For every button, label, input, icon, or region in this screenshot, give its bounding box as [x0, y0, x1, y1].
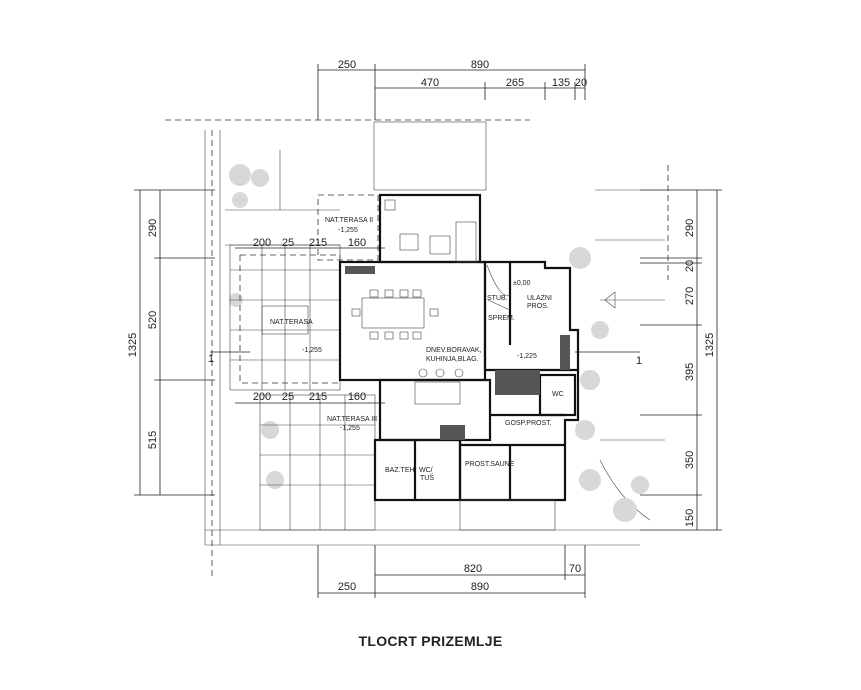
dim-label: 160: [348, 391, 366, 403]
dim-label: 515: [147, 431, 159, 449]
room-name-wc-shower-2: TUŠ: [420, 473, 434, 482]
room-name-living-2: KUHINJA,BLAG.: [426, 356, 479, 363]
dim-label: 290: [684, 219, 696, 237]
room-name-entry: ULAZNI: [527, 295, 552, 302]
section-mark: 1: [636, 355, 642, 367]
furniture: [351, 199, 477, 405]
vegetation: [229, 164, 649, 522]
dim-label: 160: [348, 237, 366, 249]
dim-label: 1325: [704, 333, 716, 357]
dim-label: 290: [147, 219, 159, 237]
terrace-lower: [259, 394, 376, 531]
room-name-pool-tech: BAZ.TEH.: [385, 467, 417, 474]
dim-label: 820: [464, 563, 482, 575]
dim-label: 470: [421, 77, 439, 89]
dim-label: 200: [253, 237, 271, 249]
building-walls: [338, 193, 580, 531]
dim-label: 135: [552, 77, 570, 89]
dim-label: 270: [684, 287, 696, 305]
dim-label: 25: [282, 391, 294, 403]
dim-label: 520: [147, 311, 159, 329]
dim-label: 200: [253, 391, 271, 403]
level-entry: ±0,00: [513, 280, 531, 287]
dimension-bottom: 820 70 250 890: [317, 545, 586, 598]
terrace-upper-right: [225, 194, 379, 261]
dim-label: 890: [471, 581, 489, 593]
room-name-sauna: PROST.SAUNE: [465, 461, 515, 468]
dim-label: 25: [282, 237, 294, 249]
dim-label: 20: [684, 260, 696, 272]
stairs: [345, 264, 570, 440]
room-name-wc: WC: [552, 391, 564, 398]
dim-label: 350: [684, 451, 696, 469]
section-mark-right: 1: [575, 291, 642, 367]
room-name-stairs: STUB.: [487, 295, 508, 302]
room-name-terrace: NAT.TERASA: [270, 319, 313, 326]
room-name-entry-2: PROS.: [527, 303, 549, 310]
room-name-living: DNEV.BORAVAK,: [426, 347, 482, 354]
room-name-wc-shower: WC/: [419, 467, 433, 474]
dimension-left: 290 520 515 1325: [127, 189, 215, 496]
room-name-storage: SPREM.: [488, 315, 515, 322]
room-name-terrace2: NAT.TERASA II: [325, 217, 373, 224]
site-lines: [165, 119, 669, 580]
section-mark: 1: [208, 353, 214, 365]
dim-label: 1325: [127, 333, 139, 357]
dim-label: 265: [506, 77, 524, 89]
level-lower: -1,225: [517, 353, 537, 360]
dim-label: 250: [338, 581, 356, 593]
dim-label: 70: [569, 563, 581, 575]
dim-label: 215: [309, 237, 327, 249]
dim-label: 250: [338, 59, 356, 71]
terrace-left: 1: [208, 244, 341, 391]
dimension-right: 290 20 270 395 350 150 1325: [640, 189, 722, 531]
dim-label: 890: [471, 59, 489, 71]
dim-label: 215: [309, 391, 327, 403]
level-terrace: -1,255: [302, 347, 322, 354]
dim-label: 20: [575, 77, 587, 89]
terrace-dimensions: 200 25 215 160 200 25 215 160: [235, 237, 385, 404]
dim-label: 395: [684, 363, 696, 381]
level-terrace3: -1,255: [340, 425, 360, 432]
room-name-terrace3: NAT.TERASA III: [327, 416, 377, 423]
dim-label: 150: [684, 509, 696, 527]
level-terrace2: -1,255: [338, 227, 358, 234]
room-labels: NAT.TERASA II -1,255 NAT.TERASA -1,255 N…: [270, 217, 564, 482]
room-name-utility: GOSP.PROST.: [505, 420, 552, 427]
drawing-title: TLOCRT PRIZEMLJE: [358, 633, 503, 649]
dimension-top: 250 890 470 265 135 20: [317, 59, 587, 120]
